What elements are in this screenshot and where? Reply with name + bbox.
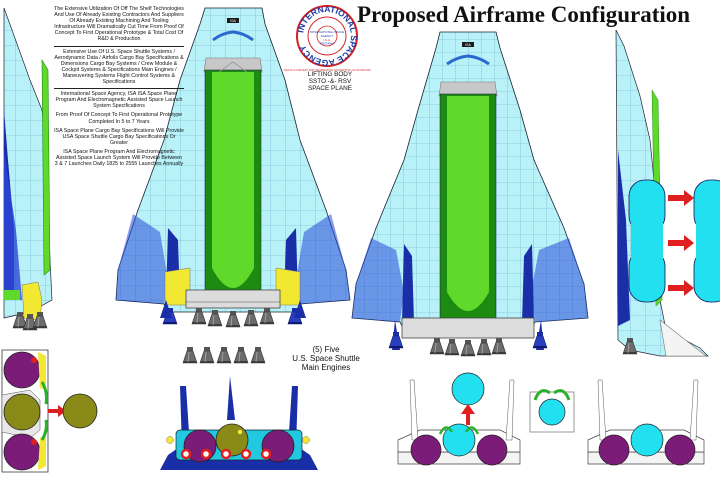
arrow-up-icon [461, 404, 475, 425]
logo-center-3: I.S.A. [323, 38, 331, 42]
nose-marking-right: ISA [465, 43, 471, 47]
side-view-left [3, 7, 53, 331]
divider [54, 88, 184, 90]
cutaway-side-left [1, 349, 98, 473]
page-title: Proposed Airframe Configuration [357, 2, 691, 27]
engines-line: Main Engines [301, 363, 351, 372]
note-paragraph: The Extensive Utilization Of Off The She… [54, 6, 184, 43]
rear-view-right-2 [587, 379, 705, 466]
isa-logo-icon: INTERNATIONAL SPACE AGENCY INTERNATIONAL… [284, 4, 371, 72]
rear-view-center [160, 376, 318, 470]
engines-label: (5) Five U.S. Space Shuttle Main Engines [272, 345, 380, 372]
engines-line: U.S. Space Shuttle [292, 354, 360, 363]
side-view-right [615, 29, 720, 357]
logo-caption: THIS IS A CONCEPT FOR INFORMATION CONCEP… [284, 68, 371, 72]
nose-marking-center: ISA [230, 19, 236, 23]
lifting-body-label: LIFTING BODY SSTO -&- RSV SPACE PLANE [300, 71, 360, 92]
note-paragraph: International Space Agency, ISA ISA Spac… [55, 91, 183, 110]
lifting-body-line: LIFTING BODY [307, 71, 353, 78]
note-paragraph: ISA Space Plane Cargo Bay Specifications… [54, 127, 184, 146]
note-paragraph: ISA Space Plane Program And Electromagne… [54, 148, 184, 168]
five-main-engines [182, 346, 266, 364]
lifting-body-line: SSTO -&- RSV [308, 78, 352, 85]
note-paragraph: From Proof Of Concept To First Operation… [55, 112, 183, 125]
logo-center-4: PROGRAM [320, 42, 333, 46]
lifting-body-line: SPACE PLANE [308, 85, 352, 92]
notes-panel: The Extensive Utilization Of Off The She… [54, 6, 184, 170]
orbiter-top-view-right: ISA [351, 31, 589, 357]
arrow-right-icon [48, 405, 66, 417]
logo-center-2: AGENCY [321, 34, 334, 38]
arrow-right-icon [668, 190, 694, 296]
rear-view-right-1 [397, 372, 521, 466]
logo-center-1: INTERNATIONAL SPACE [310, 30, 344, 34]
note-paragraph: Extensive Use Of U.S. Space Shuttle Syst… [54, 48, 184, 86]
orbiter-top-view-center: ISA [115, 7, 351, 328]
cargo-bay-door-detail [529, 389, 575, 433]
divider [54, 45, 184, 47]
engines-line: (5) Five [312, 345, 340, 354]
